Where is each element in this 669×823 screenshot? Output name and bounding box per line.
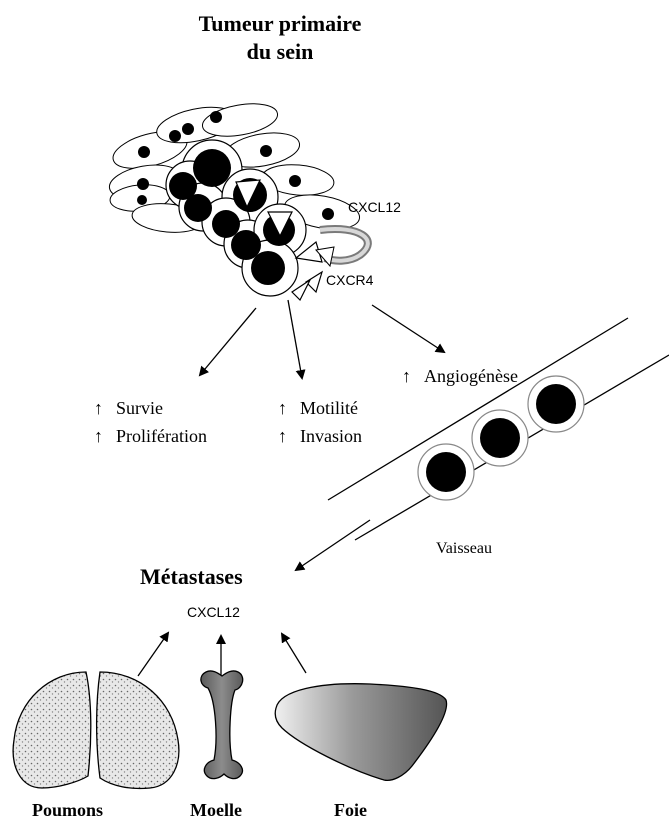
effect-motility: ↑Motilité xyxy=(278,394,362,422)
title-line-2: du sein xyxy=(180,38,380,66)
main-title: Tumeur primaire du sein xyxy=(180,10,380,66)
up-arrow-icon: ↑ xyxy=(278,422,300,450)
effect-group-motility: ↑Motilité ↑Invasion xyxy=(278,394,362,450)
arrow-to-motility xyxy=(288,300,302,378)
arrow-from-liver xyxy=(282,634,306,673)
cxcl12-label: CXCL12 xyxy=(348,199,401,215)
bone-marrow-icon xyxy=(201,671,243,779)
up-arrow-icon: ↑ xyxy=(402,362,424,390)
organ-arrows xyxy=(138,633,306,681)
effect-angiogenesis: ↑Angiogénèse xyxy=(402,362,518,390)
up-arrow-icon: ↑ xyxy=(94,422,116,450)
up-arrow-icon: ↑ xyxy=(94,394,116,422)
arrow-to-angiogenesis xyxy=(372,305,444,352)
tumor-cluster xyxy=(107,99,368,300)
marrow-label: Moelle xyxy=(190,800,242,821)
up-arrow-icon: ↑ xyxy=(278,394,300,422)
arrow-from-lungs xyxy=(138,633,168,676)
effect-proliferation: ↑Prolifération xyxy=(94,422,207,450)
metastases-cxcl12-label: CXCL12 xyxy=(187,604,240,620)
cxcr4-label: CXCR4 xyxy=(326,272,373,288)
arrow-to-survival xyxy=(200,308,256,375)
liver-icon xyxy=(275,684,446,781)
arrow-to-metastases xyxy=(296,520,370,570)
effect-group-survival: ↑Survie ↑Prolifération xyxy=(94,394,207,450)
vessel-label: Vaisseau xyxy=(436,540,492,558)
effect-invasion: ↑Invasion xyxy=(278,422,362,450)
title-line-1: Tumeur primaire xyxy=(180,10,380,38)
lungs-label: Poumons xyxy=(32,800,103,821)
effect-survival: ↑Survie xyxy=(94,394,207,422)
cxcl12-autocrine-arrow xyxy=(316,229,368,266)
liver-label: Foie xyxy=(334,800,367,821)
lungs-icon xyxy=(13,672,179,789)
metastases-title: Métastases xyxy=(140,564,243,590)
